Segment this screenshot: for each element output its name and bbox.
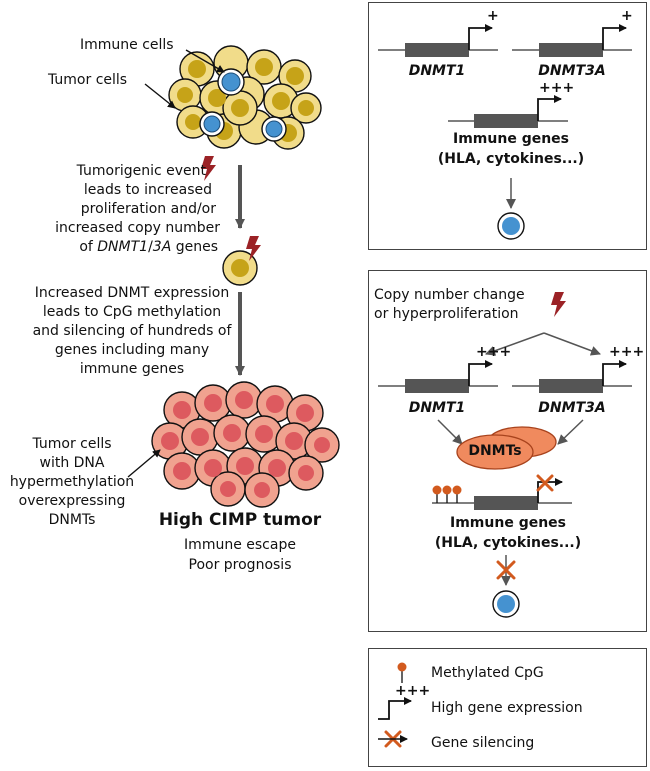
dnmt-line-4: genes including many <box>54 342 210 358</box>
dnmt-line-3: and silencing of hundreds of <box>32 323 232 339</box>
dnmt-text: Increased DNMT expression leads to CpG m… <box>0 284 264 379</box>
cimp-title: High CIMP tumor <box>158 510 322 530</box>
cimp-subtitle-2: Poor prognosis <box>188 557 292 573</box>
hyper-line-3: hypermethylation <box>9 474 135 490</box>
mid-immune-line-2: (HLA, cytokines...) <box>434 535 582 551</box>
top-plus-1: + <box>487 8 499 24</box>
top-immune-line-2: (HLA, cytokines...) <box>437 151 585 167</box>
top-plus-immune: +++ <box>539 80 575 96</box>
hyper-line-1: Tumor cells <box>32 436 112 452</box>
legend-plus: +++ <box>395 683 431 699</box>
dnmt-line-2: leads to CpG methylation <box>42 304 222 320</box>
mid-copy-line-1: Copy number change <box>374 287 525 303</box>
event-gene-2: 3A <box>152 239 172 255</box>
mid-panel-graphics <box>378 292 632 618</box>
panel-cimp <box>368 270 647 632</box>
mid-gene-dnmt3a: DNMT3A <box>538 400 606 416</box>
hyper-line-2: with DNA <box>39 455 105 471</box>
mid-gene-dnmt1: DNMT1 <box>408 400 466 416</box>
event-sep: / <box>148 239 153 255</box>
immune-cell-icon <box>497 212 525 240</box>
mid-immune-line-1: Immune genes <box>450 515 566 531</box>
mid-plus-2: +++ <box>609 344 645 360</box>
mid-plus-1: +++ <box>476 344 512 360</box>
single-tumor-cell <box>222 250 258 286</box>
top-gene-dnmt3a: DNMT3A <box>538 63 606 79</box>
label-immune-cells: Immune cells <box>80 37 174 53</box>
panel-normal <box>368 2 647 250</box>
hyper-line-4: overexpressing <box>18 493 126 509</box>
top-immune-line-1: Immune genes <box>453 131 569 147</box>
event-of: of <box>79 239 98 255</box>
event-gene-1: DNMT1 <box>97 239 149 255</box>
legend-methylated: Methylated CpG <box>431 665 544 681</box>
hypermethylated-cluster <box>151 381 340 508</box>
top-panel-genes <box>378 24 632 209</box>
event-line-3: proliferation and/or <box>80 201 216 217</box>
event-text: Tumorigenic event leads to increased pro… <box>0 162 232 257</box>
legend-high-expression: High gene expression <box>431 700 583 716</box>
legend-silencing: Gene silencing <box>431 735 535 751</box>
hyper-line-5: DNMTs <box>48 512 96 528</box>
mid-copy-line-2: or hyperproliferation <box>374 306 519 322</box>
label-tumor-cells: Tumor cells <box>48 72 128 88</box>
dnmt-line-1: Increased DNMT expression <box>34 285 230 301</box>
tumor-cluster <box>168 45 322 150</box>
event-genes: genes <box>171 239 218 255</box>
legend-graphics <box>378 662 412 748</box>
event-line-5: of DNMT1/3A genes <box>0 238 232 257</box>
lightning-icon <box>201 156 261 261</box>
panel-legend <box>368 648 647 767</box>
hyper-text: Tumor cells with DNA hypermethylation ov… <box>2 435 142 530</box>
mid-dnmts: DNMTs <box>468 443 522 459</box>
cimp-subtitle-1: Immune escape <box>184 537 296 553</box>
event-line-4: increased copy number <box>55 220 220 236</box>
dnmt-line-5: immune genes <box>79 361 185 377</box>
event-line-2: leads to increased <box>83 182 212 198</box>
top-gene-dnmt1: DNMT1 <box>408 63 466 79</box>
top-plus-2: + <box>621 8 633 24</box>
event-line-1: Tumorigenic event <box>76 163 206 179</box>
